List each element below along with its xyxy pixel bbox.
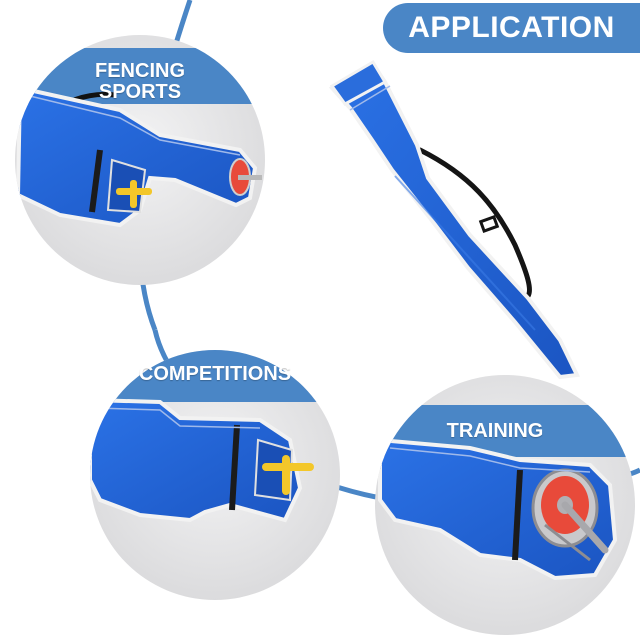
strap-buckle-icon [478, 214, 500, 234]
bag-shape [90, 397, 303, 523]
bag-flap [329, 59, 388, 106]
bag-shape [15, 85, 258, 228]
red-guard-icon [229, 158, 262, 196]
panel-fencing-sports [15, 35, 265, 285]
panel-training [375, 375, 635, 635]
yellow-handle-icon [116, 180, 152, 208]
shoulder-strap [417, 147, 532, 299]
yellow-handle-icon [262, 455, 314, 495]
panel-label-competitions: COMPETITIONS [138, 363, 292, 385]
application-title: APPLICATION [408, 11, 615, 44]
fencing-bag-product [328, 59, 581, 380]
panel-competitions [90, 350, 340, 600]
application-title-badge: APPLICATION [383, 3, 640, 53]
panel-label-training: TRAINING [446, 420, 544, 442]
panel-label-fencing-sports: FENCING SPORTS [95, 60, 185, 103]
fencing-guard-icon [531, 468, 609, 562]
